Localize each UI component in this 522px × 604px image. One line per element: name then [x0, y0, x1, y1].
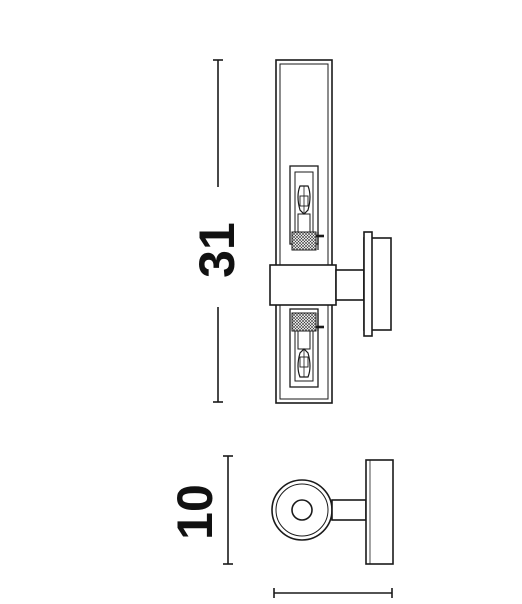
- front-view: [213, 59, 392, 404]
- upper-bulb: [289, 165, 324, 251]
- side-wall-plate: [365, 459, 394, 565]
- width-dimension-line: [273, 588, 393, 598]
- side-view: [223, 455, 394, 598]
- wall-plate: [363, 231, 392, 337]
- tube-end-inner: [291, 499, 313, 521]
- side-arm: [331, 499, 367, 521]
- glass-tube-outline: [275, 59, 333, 404]
- height-label: 31: [189, 222, 245, 278]
- center-collar: [269, 264, 337, 306]
- height-dimension-line: [213, 59, 223, 403]
- wall-arm: [335, 269, 365, 301]
- depth-label: 10: [167, 484, 223, 540]
- glass-tube-inner: [279, 63, 329, 400]
- depth-dimension-line: [223, 455, 233, 565]
- lower-bulb: [289, 308, 324, 388]
- tube-end-middle: [275, 483, 329, 537]
- tube-end-outer: [271, 479, 333, 541]
